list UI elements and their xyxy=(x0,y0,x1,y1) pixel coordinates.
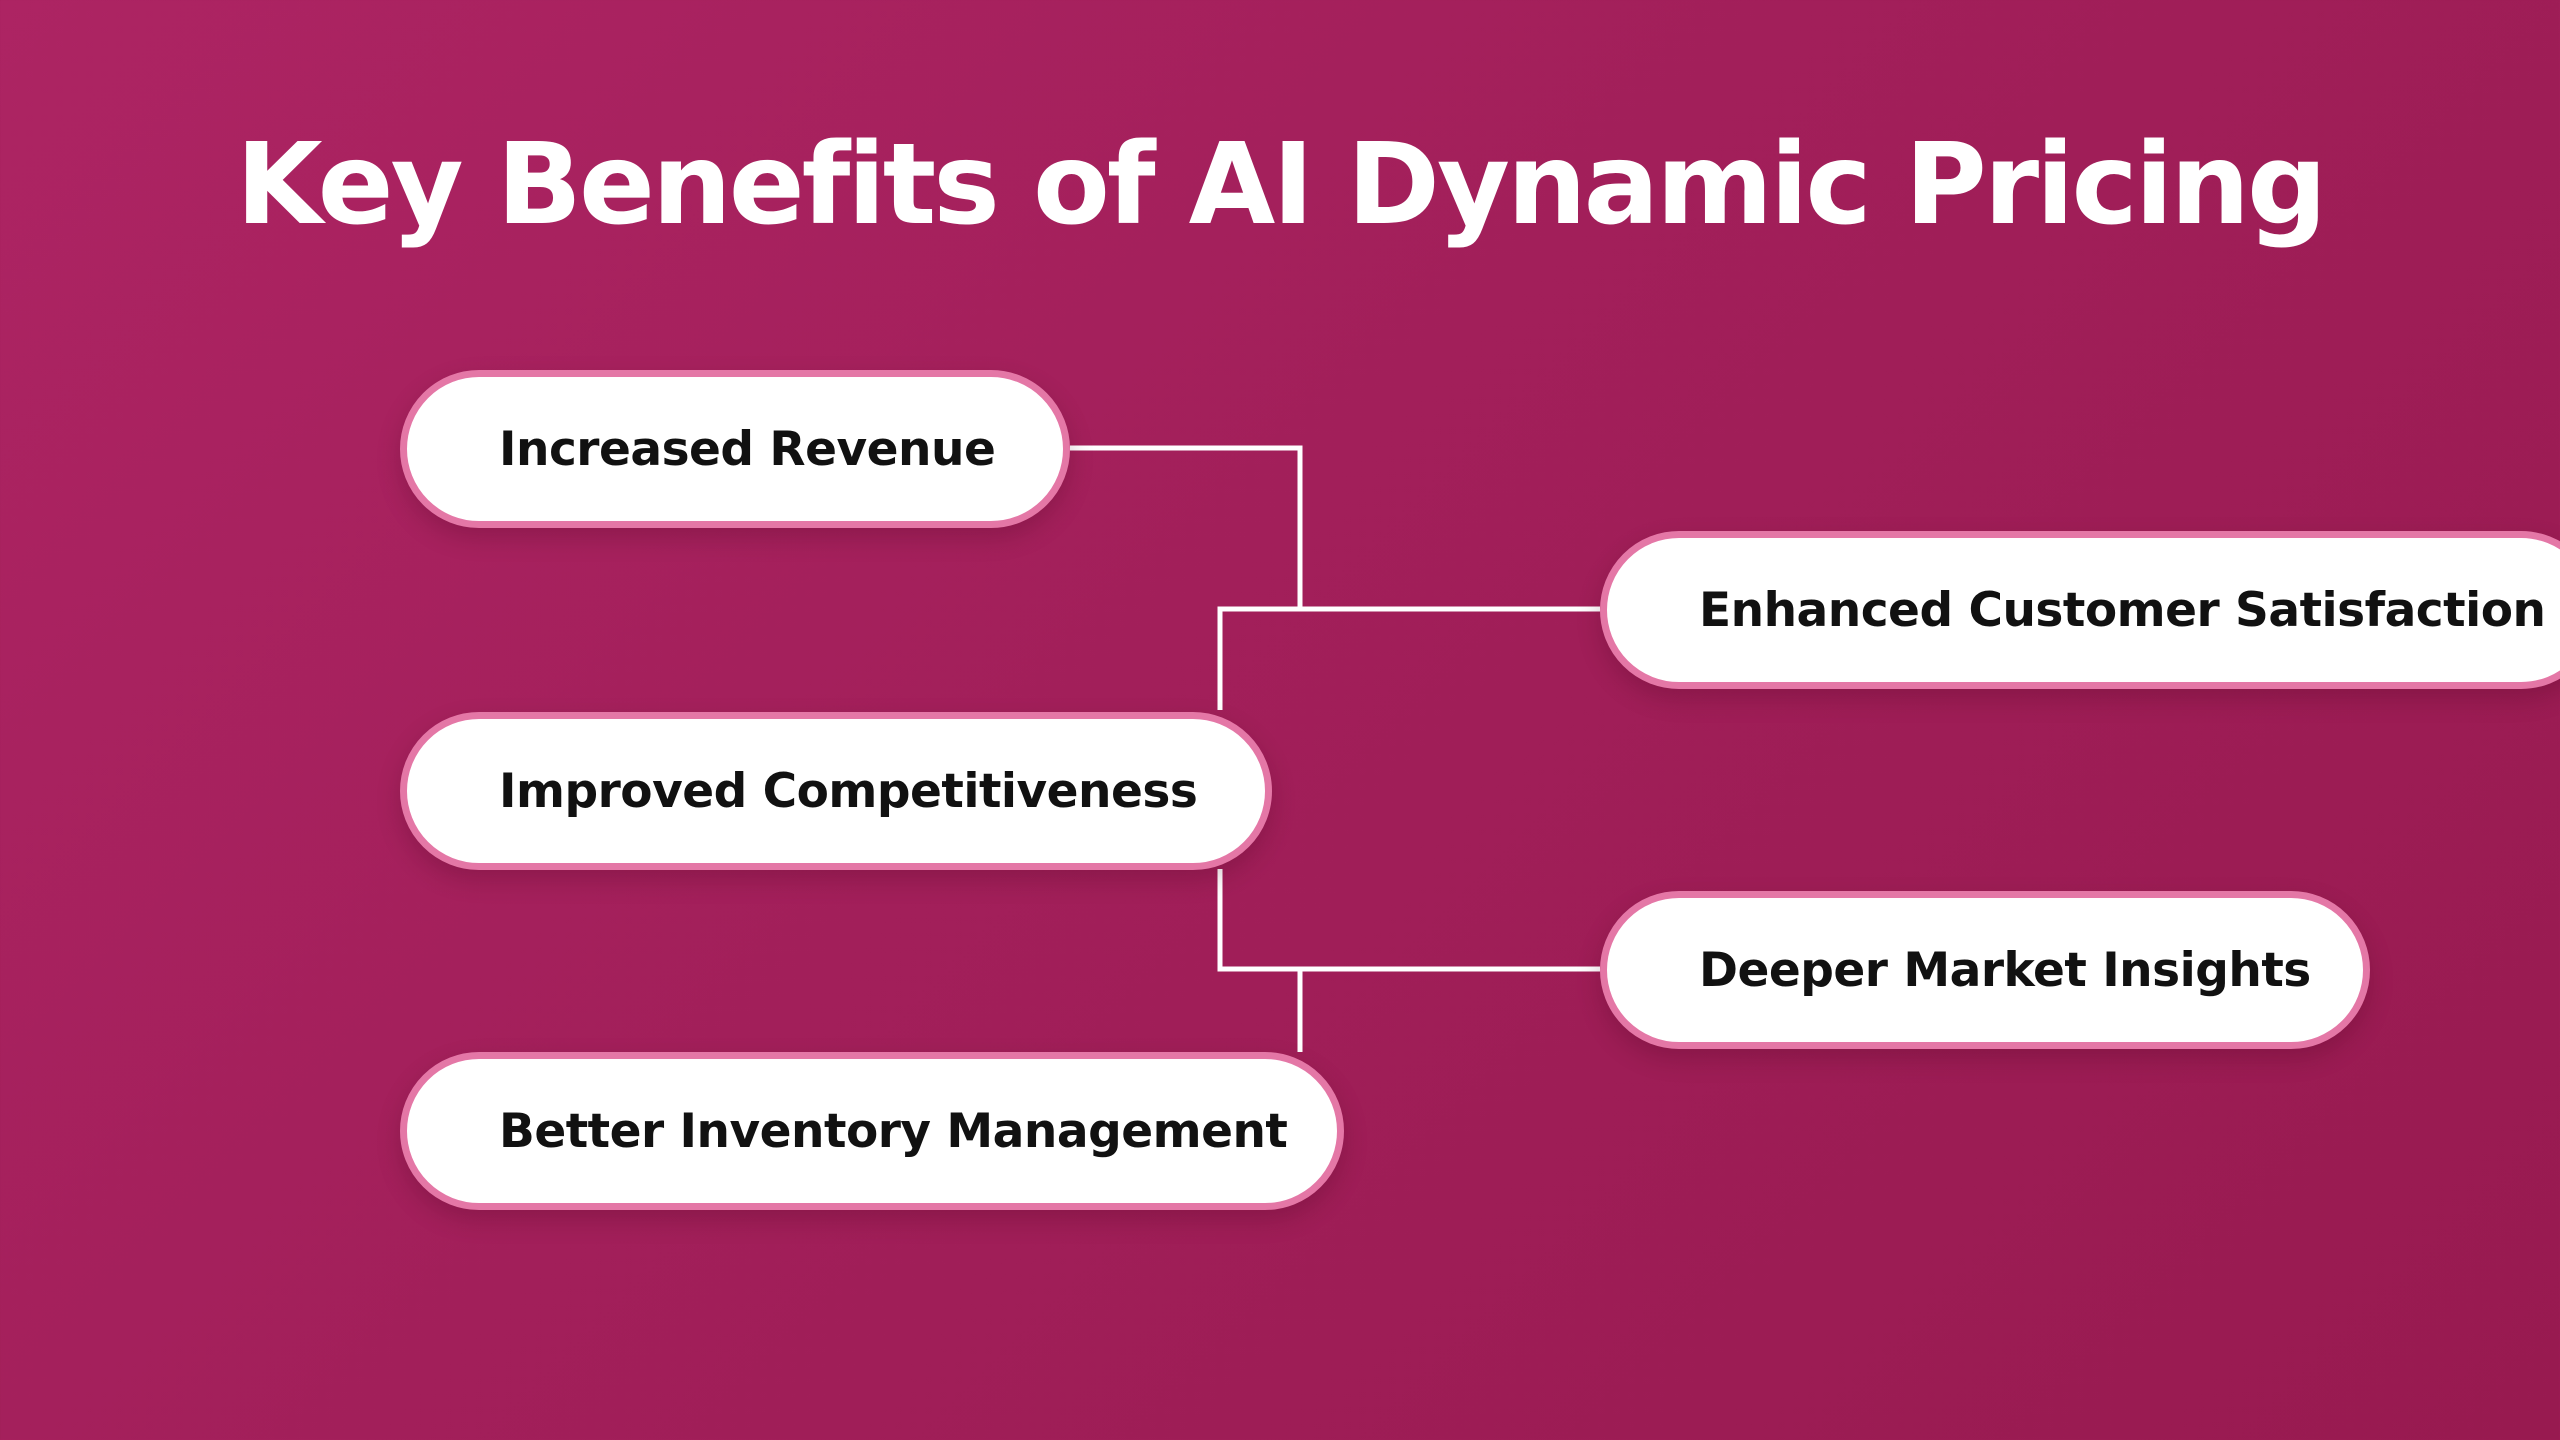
benefit-improved-competitiveness: Improved Competitiveness xyxy=(400,712,1272,870)
benefit-deeper-market-insights: Deeper Market Insights xyxy=(1600,891,2370,1049)
connector-increased-revenue xyxy=(1070,445,1303,609)
benefit-label: Improved Competitiveness xyxy=(499,763,1198,819)
benefit-enhanced-customer-satisfaction: Enhanced Customer Satisfaction xyxy=(1600,531,2560,689)
connector-deeper-insights xyxy=(1217,869,1600,972)
page-title: Key Benefits of AI Dynamic Pricing xyxy=(235,120,2327,250)
benefit-better-inventory-management: Better Inventory Management xyxy=(400,1052,1344,1210)
benefit-label: Enhanced Customer Satisfaction xyxy=(1699,582,2546,638)
connector-enhanced-satisfaction xyxy=(1217,606,1600,710)
benefit-increased-revenue: Increased Revenue xyxy=(400,370,1070,528)
benefit-label: Increased Revenue xyxy=(499,421,996,477)
benefit-label: Deeper Market Insights xyxy=(1699,942,2311,998)
benefit-label: Better Inventory Management xyxy=(499,1103,1288,1159)
